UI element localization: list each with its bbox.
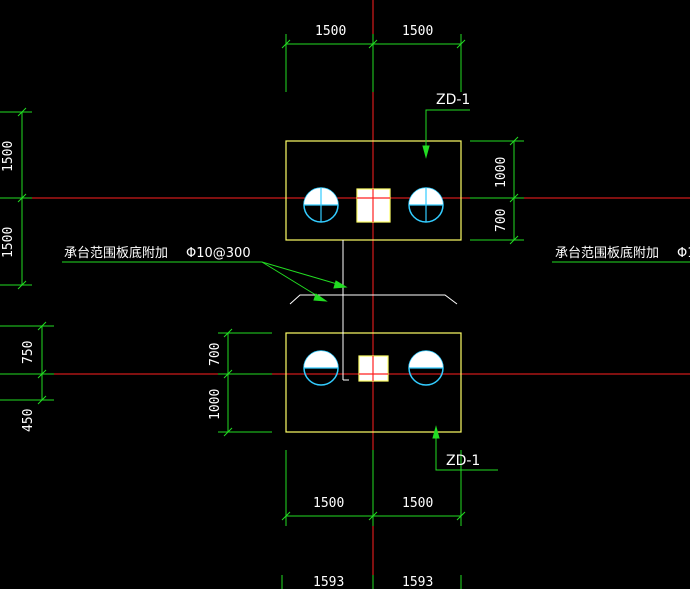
dim-lower-cap-top: 700 [208,343,223,366]
dim-bottom-right: 1500 [402,496,433,511]
note-right-clip: Φ1 [677,246,690,261]
leader-cap-upper-arrow [422,145,430,159]
pile-upper-right [408,187,444,223]
pile-cap-upper [285,140,462,241]
dim-lower-cap-bottom: 1000 [208,389,223,420]
note-right-text: 承台范围板底附加 [555,245,659,261]
leader-note-left [62,261,345,287]
note-rebar-spec: Φ10@300 [186,246,251,261]
dim-upper-cap-top: 1000 [494,157,509,188]
pile-cap-lower [285,332,462,433]
dim-top-right: 1500 [402,24,433,39]
pile-caps [285,140,462,433]
pile-lower-right [408,350,444,386]
dim-bottom-left: 1500 [313,496,344,511]
label-cap-upper: ZD-1 [436,92,470,108]
dim-left-edge-lower: 1500 [1,227,16,258]
leader-note-left-2 [261,261,325,301]
dim-lowest-left: 1593 [313,575,344,589]
dim-lowest-right: 1593 [402,575,433,589]
rebar-horizontal [289,294,458,305]
leader-cap-upper [425,109,470,152]
leader-note-arrow-2 [313,293,328,302]
dim-upper-cap-bottom: 700 [494,209,509,232]
piles [303,187,444,386]
dim-left-mid-upper: 750 [21,341,36,364]
leader-cap-lower [435,432,498,471]
dim-top-left: 1500 [315,24,346,39]
leader-cap-lower-arrow [432,425,440,439]
label-leaders [62,109,690,471]
leader-note-arrow [333,280,348,289]
note-left-text: 承台范围板底附加 [64,245,168,261]
pile-upper-left [303,187,339,223]
label-cap-lower: ZD-1 [446,453,480,469]
dim-left-edge-upper: 1500 [1,141,16,172]
dim-left-mid-lower: 450 [21,409,36,432]
pile-lower-left [303,350,339,386]
dimension-lines [0,34,524,589]
rebar-lines [289,240,458,381]
